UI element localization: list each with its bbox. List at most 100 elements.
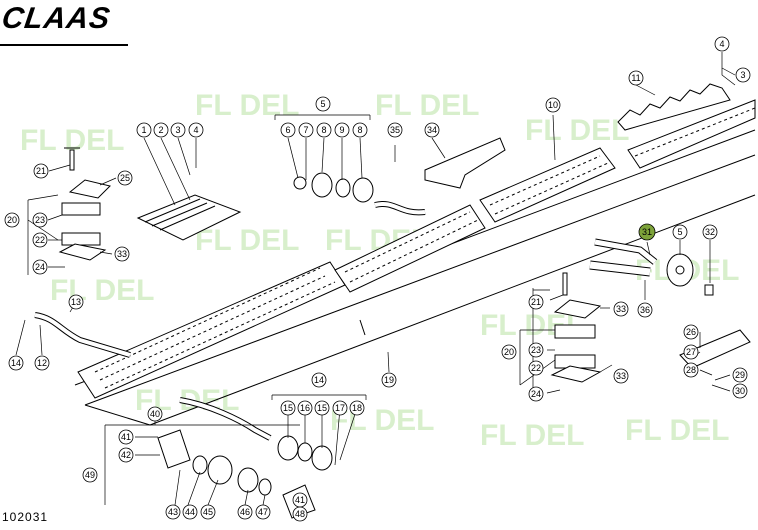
callout-label: 20 — [7, 215, 17, 225]
callout-label: 19 — [384, 375, 394, 385]
callout-c33c: 33 — [613, 368, 629, 384]
callout-c35: 35 — [387, 122, 403, 138]
callout-bubble — [118, 429, 134, 445]
shaft-36-inner — [589, 261, 651, 276]
callout-bubble — [424, 122, 440, 138]
callout-bubble — [165, 504, 181, 520]
callout-c28: 28 — [683, 362, 699, 378]
callout-label: 44 — [185, 507, 195, 517]
callout-c9: 9 — [334, 122, 350, 138]
callout-label: 8 — [357, 125, 362, 135]
watermark: FL DEL — [50, 274, 154, 307]
callout-bubble — [387, 122, 403, 138]
callout-label: 1 — [141, 125, 146, 135]
bearing-set-right — [666, 253, 714, 296]
callout-bubble — [82, 467, 98, 483]
callout-label: 22 — [35, 235, 45, 245]
callout-bubble — [32, 259, 48, 275]
callout-label: 35 — [390, 125, 400, 135]
callout-c43: 43 — [165, 504, 181, 520]
callout-label: 47 — [258, 507, 268, 517]
callout-c41b: 41 — [292, 492, 308, 508]
callout-label: 33 — [616, 371, 626, 381]
callout-bubble — [316, 122, 332, 138]
callout-label: 30 — [735, 386, 745, 396]
callout-c29: 29 — [732, 367, 748, 383]
callout-bubble — [528, 386, 544, 402]
callout-bubble — [32, 232, 48, 248]
callout-c41a: 41 — [118, 429, 134, 445]
callout-c24b: 24 — [528, 386, 544, 402]
callout-label: 11 — [631, 73, 640, 83]
callout-bubble — [32, 212, 48, 228]
callout-label: 14 — [11, 358, 21, 368]
callout-label: 12 — [37, 358, 47, 368]
callout-label: 4 — [193, 125, 198, 135]
callout-bubble — [732, 367, 748, 383]
callout-bubble — [170, 122, 186, 138]
callout-bubble — [528, 342, 544, 358]
shaft-31-inner — [594, 239, 657, 264]
callout-c42: 42 — [118, 447, 134, 463]
callout-bubble — [311, 372, 327, 388]
watermark: FL DEL — [625, 414, 729, 447]
hose-bottom-inner — [179, 398, 271, 440]
callout-c47: 47 — [255, 504, 271, 520]
callout-label: 45 — [203, 507, 213, 517]
callout-c24a: 24 — [32, 259, 48, 275]
callout-c45: 45 — [200, 504, 216, 520]
callout-label: 15 — [317, 403, 327, 413]
callout-label: 13 — [71, 297, 81, 307]
callout-bubble — [352, 122, 368, 138]
callout-bubble — [4, 212, 20, 228]
callout-label: 6 — [285, 125, 290, 135]
callout-bubble — [637, 302, 653, 318]
callout-c21a: 21 — [33, 163, 49, 179]
callout-c5b: 5 — [672, 224, 688, 240]
callout-bubble — [182, 504, 198, 520]
callout-bubble — [147, 406, 163, 422]
conveyor-grate-middle — [334, 204, 486, 293]
watermark: FL DEL — [330, 404, 434, 437]
callout-label: 49 — [85, 470, 95, 480]
callout-c8a: 8 — [316, 122, 332, 138]
callout-label: 17 — [335, 403, 345, 413]
callout-bubble — [672, 224, 688, 240]
callout-label: 8 — [321, 125, 326, 135]
callout-c12: 12 — [34, 355, 50, 371]
callout-label: 9 — [339, 125, 344, 135]
callout-bubble — [638, 223, 656, 241]
callout-c46: 46 — [237, 504, 253, 520]
bearing-set-bottom — [157, 429, 333, 519]
callout-c21b: 21 — [528, 294, 544, 310]
callout-bubble — [349, 400, 365, 416]
callout-label: 15 — [283, 403, 293, 413]
callout-label: 20 — [504, 347, 514, 357]
callout-label: 23 — [531, 345, 541, 355]
callout-c7: 7 — [298, 122, 314, 138]
callout-bubble — [136, 122, 152, 138]
callout-c34: 34 — [424, 122, 440, 138]
watermark: FL DEL — [480, 419, 584, 452]
watermark: FL DEL — [375, 89, 479, 122]
callout-label: 41 — [121, 432, 131, 442]
callout-c4a: 4 — [188, 122, 204, 138]
left-bracket-assembly — [58, 147, 111, 261]
sawtooth-strip — [617, 83, 731, 131]
callout-bubble — [334, 122, 350, 138]
callout-bubble — [68, 294, 84, 310]
callout-label: 27 — [686, 347, 696, 357]
callout-label: 24 — [531, 389, 541, 399]
callout-bubble — [297, 400, 313, 416]
callout-c13: 13 — [68, 294, 84, 310]
callout-label: 46 — [240, 507, 250, 517]
callout-c10: 10 — [545, 97, 561, 113]
callout-label: 18 — [352, 403, 362, 413]
callout-c16: 16 — [297, 400, 313, 416]
callout-label: 24 — [35, 262, 45, 272]
callout-c22b: 22 — [528, 360, 544, 376]
callout-label: 33 — [117, 249, 127, 259]
callout-bubble — [332, 400, 348, 416]
callout-bubble — [117, 170, 133, 186]
callout-bubble — [188, 122, 204, 138]
